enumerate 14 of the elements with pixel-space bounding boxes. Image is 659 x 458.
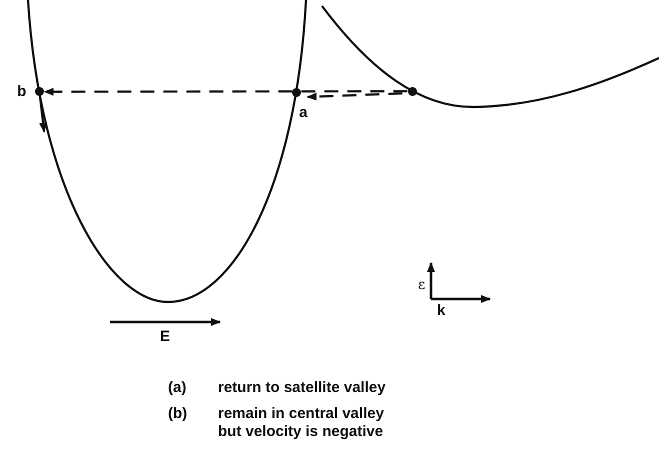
point-marker xyxy=(408,86,418,96)
point-label: a xyxy=(299,104,308,122)
item-text: return to satellite valley xyxy=(218,379,386,397)
axis-label: ε xyxy=(418,276,426,294)
field-label: E xyxy=(160,328,170,346)
point-marker xyxy=(34,87,44,96)
point-label: b xyxy=(17,82,26,101)
item-marker: (a) xyxy=(168,379,186,397)
dashed-arrow xyxy=(44,88,408,96)
dashed-arrow xyxy=(306,92,402,101)
item-marker: (b) xyxy=(168,405,188,423)
point-marker xyxy=(292,88,301,97)
item-text: remain in central valley but velocity is negative xyxy=(218,405,385,441)
axis-label: k xyxy=(437,302,446,320)
